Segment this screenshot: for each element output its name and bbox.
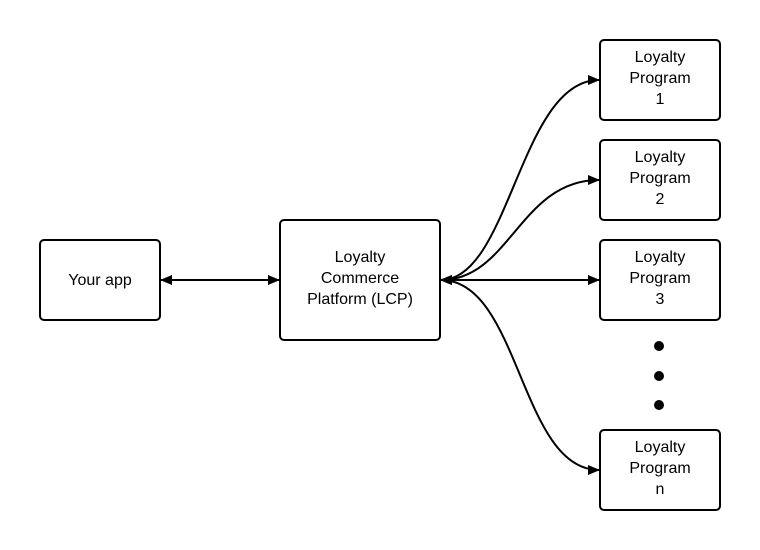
connectors: [160, 75, 600, 475]
ellipsis-dot: [654, 371, 664, 381]
node-program-n-line-1: Loyalty: [635, 439, 686, 456]
node-lcp: Loyalty Commerce Platform (LCP): [279, 219, 441, 341]
node-program-2-line-3: 2: [656, 191, 665, 208]
node-program-1-line-1: Loyalty: [635, 49, 686, 66]
node-program-2-line-1: Loyalty: [635, 149, 686, 166]
edge-lcp-program-n: [440, 275, 600, 475]
node-your-app: Your app: [39, 239, 161, 321]
edge-lcp-program-1: [440, 75, 600, 285]
node-lcp-line-3: Platform (LCP): [307, 291, 413, 308]
node-program-n-line-2: Program: [629, 460, 690, 477]
node-program-1: Loyalty Program 1: [599, 39, 721, 121]
node-program-3: Loyalty Program 3: [599, 239, 721, 321]
node-program-1-line-2: Program: [629, 70, 690, 87]
node-program-2-line-2: Program: [629, 170, 690, 187]
node-program-n-line-3: n: [656, 481, 665, 498]
node-program-3-line-2: Program: [629, 270, 690, 287]
vertical-ellipsis: [654, 341, 664, 410]
node-program-3-line-1: Loyalty: [635, 249, 686, 266]
node-lcp-line-1: Loyalty: [335, 249, 386, 266]
node-lcp-line-2: Commerce: [321, 270, 399, 287]
ellipsis-dot: [654, 341, 664, 351]
node-your-app-label: Your app: [68, 272, 132, 289]
edge-lcp-program-2: [440, 175, 600, 285]
node-program-2: Loyalty Program 2: [599, 139, 721, 221]
ellipsis-dot: [654, 400, 664, 410]
node-program-n: Loyalty Program n: [599, 429, 721, 511]
node-program-1-line-3: 1: [656, 91, 665, 108]
node-program-3-line-3: 3: [656, 291, 665, 308]
